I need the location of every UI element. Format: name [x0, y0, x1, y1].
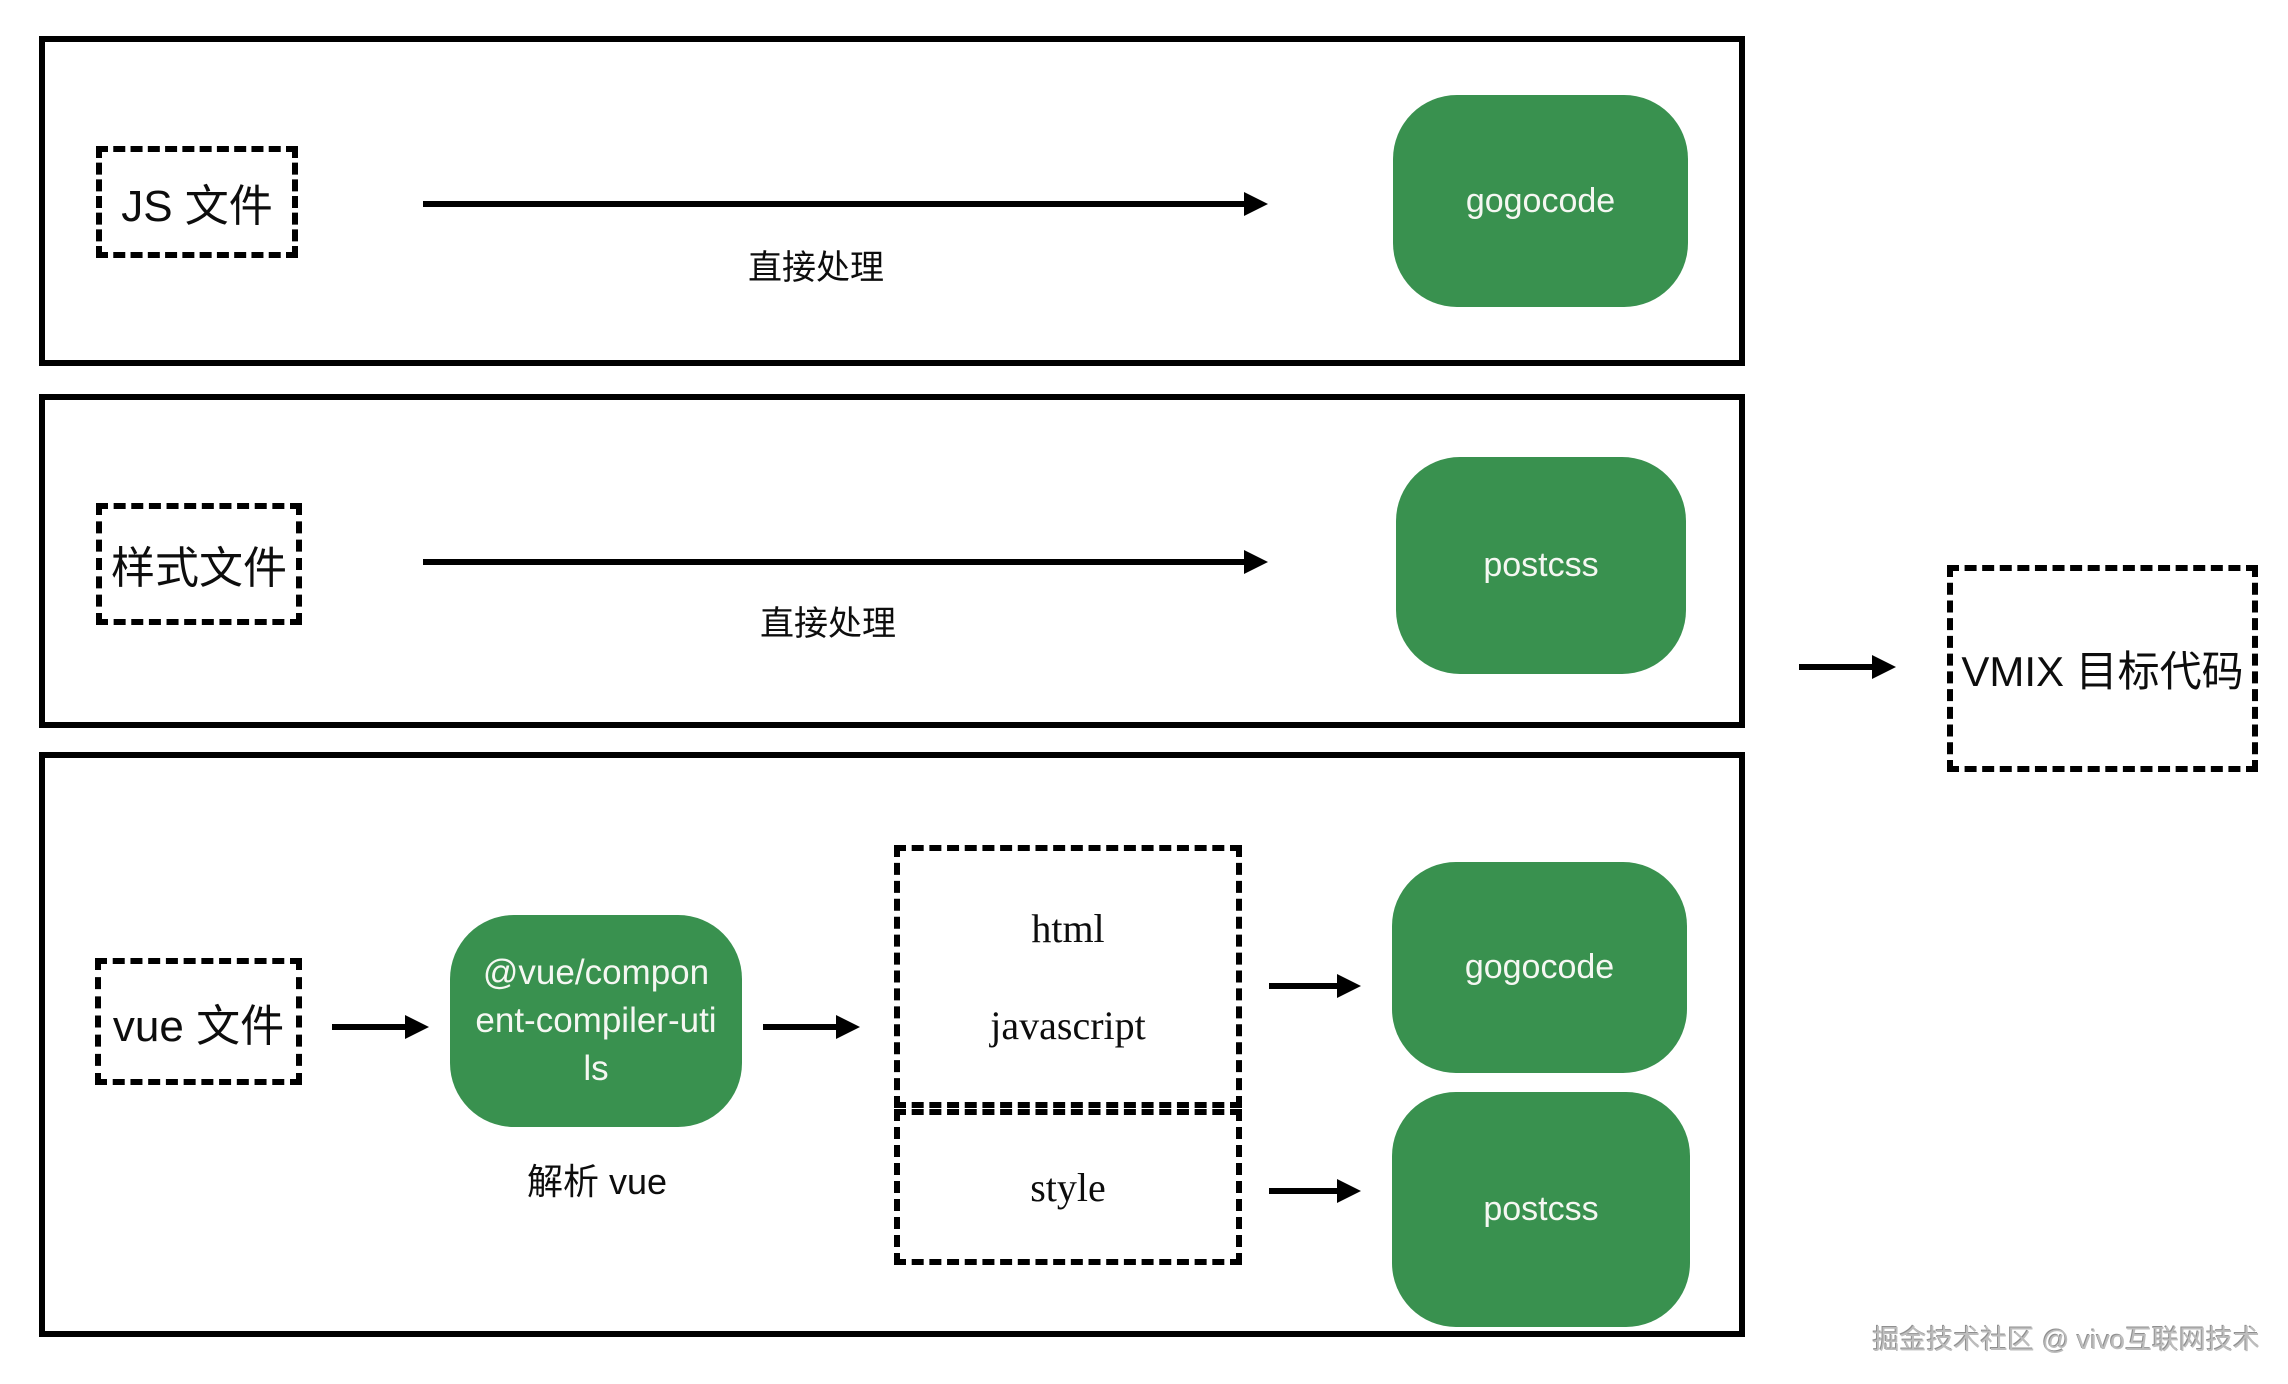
javascript-line: javascript — [990, 1002, 1146, 1048]
html-line: html — [1031, 905, 1105, 951]
arrow-html-to-gogocode — [1269, 983, 1338, 989]
postcss-node-vue: postcss — [1392, 1092, 1690, 1327]
vmix-output-label: VMIX 目标代码 — [1961, 648, 2244, 695]
vmix-output-box: VMIX 目标代码 — [1947, 565, 2258, 772]
postcss-label-style: postcss — [1483, 546, 1599, 584]
js-file-label: JS 文件 — [121, 182, 273, 231]
parse-vue-label: 解析 vue — [526, 1161, 668, 1202]
vue-compiler-utils-label: @vue/component-compiler-utils — [475, 953, 717, 1088]
style-file-label: 样式文件 — [111, 544, 287, 593]
gogocode-node-js: gogocode — [1393, 95, 1688, 307]
arrow-js-to-gogocode — [423, 201, 1245, 207]
arrow-style-to-postcss — [423, 559, 1245, 565]
arrow-vue-to-compiler — [332, 1024, 406, 1030]
vue-file-label: vue 文件 — [112, 1001, 285, 1051]
style-part-label: style — [1030, 1164, 1106, 1210]
vue-file-box: vue 文件 — [95, 958, 302, 1085]
gogocode-label-js: gogocode — [1465, 181, 1616, 220]
gogocode-label-vue: gogocode — [1464, 948, 1615, 986]
js-file-box: JS 文件 — [96, 146, 298, 258]
gogocode-node-vue: gogocode — [1392, 862, 1687, 1073]
vue-compiler-utils-node: @vue/component-compiler-utils — [450, 915, 742, 1127]
arrow-compiler-to-parts — [763, 1024, 837, 1030]
arrow-to-vmix-output — [1799, 664, 1873, 670]
style-file-box: 样式文件 — [96, 503, 302, 625]
html-javascript-box: html javascript — [894, 845, 1242, 1108]
watermark: 掘金技术社区 @ vivo互联网技术 — [1872, 1325, 2260, 1355]
postcss-node-style: postcss — [1396, 457, 1686, 674]
direct-process-label-style: 直接处理 — [760, 605, 896, 643]
direct-process-label-js: 直接处理 — [748, 249, 884, 287]
style-part-box: style — [894, 1109, 1242, 1265]
postcss-label-vue: postcss — [1483, 1190, 1599, 1228]
arrow-style-part-to-postcss — [1269, 1188, 1338, 1194]
